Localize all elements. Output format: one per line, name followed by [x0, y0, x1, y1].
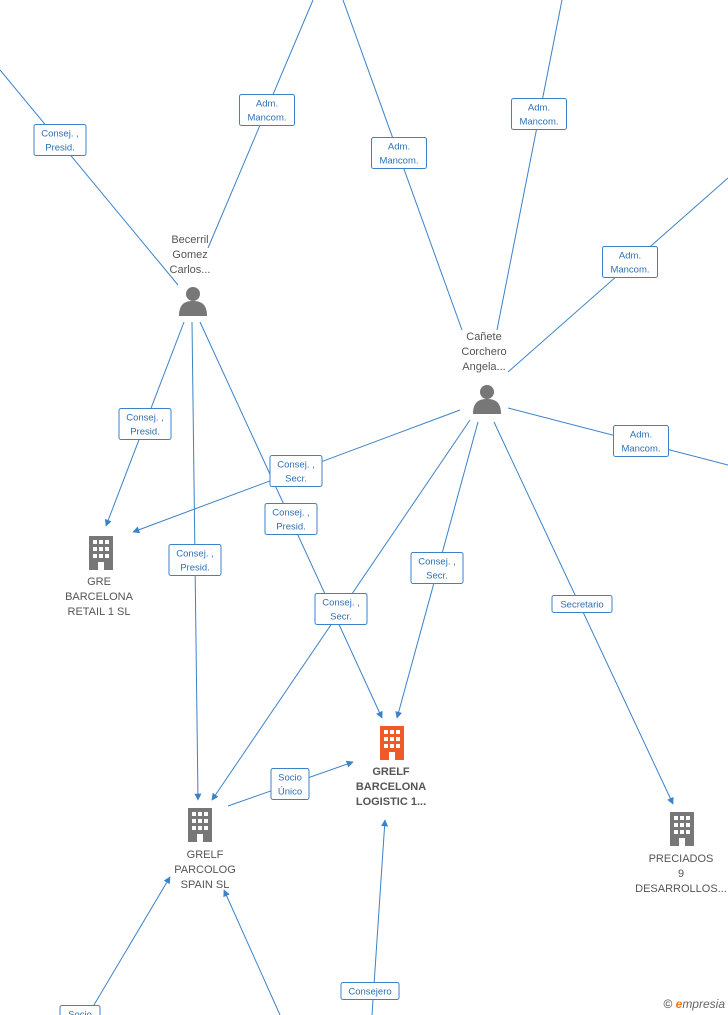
node-label-line: Corchero [461, 346, 507, 358]
edge-label-text: Adm. [388, 142, 410, 153]
building-icon[interactable] [89, 536, 113, 570]
node-label-line: Angela... [462, 361, 506, 373]
edge-label-text: Consej. , [418, 557, 456, 568]
edge-label-text: Secr. [330, 612, 352, 623]
edge-label-text: Mancom. [379, 156, 418, 167]
node-label-line: GRELF [372, 766, 410, 778]
edge-label-text: Mancom. [247, 113, 286, 124]
edge-label-text: Mancom. [621, 444, 660, 455]
brand-initial: e [675, 997, 683, 1011]
copyright-symbol: © [663, 997, 673, 1011]
edge-offscreen-top-to-canete-2 [496, 0, 563, 331]
node-label-line: Gomez [172, 249, 208, 261]
node-label-line: Becerril [171, 234, 209, 246]
edge-label-text: Consej. , [176, 549, 214, 560]
edge-label[interactable]: Adm. Mancom. [613, 425, 669, 457]
node-label-line: GRELF [186, 849, 224, 861]
company-label-grelf-parcolog[interactable]: GRELF PARCOLOG SPAIN SL [150, 848, 260, 893]
edge-label[interactable]: Consej. , Secr. [314, 593, 368, 625]
edge-label-text: Adm. [256, 99, 278, 110]
edge-label-text: Consej. , [41, 129, 79, 140]
company-label-gre-barcelona[interactable]: GRE BARCELONA RETAIL 1 SL [49, 575, 149, 620]
node-label-line: BARCELONA [65, 591, 133, 603]
edge-label[interactable]: Consejero [340, 982, 400, 1000]
edge-label[interactable]: Adm. Mancom. [511, 98, 567, 130]
building-icon-focus[interactable] [380, 726, 404, 760]
node-label-line: SPAIN SL [180, 879, 230, 891]
person-icon[interactable] [179, 287, 207, 316]
building-icon[interactable] [188, 808, 212, 842]
node-label-line: RETAIL 1 SL [67, 606, 131, 618]
building-icon[interactable] [670, 812, 694, 846]
edge-label-text: Presid. [276, 522, 306, 533]
edge-label[interactable]: Consej. , Presid. [264, 503, 318, 535]
node-label-line: PARCOLOG [174, 864, 236, 876]
edge-offscreen-to-becerril [0, 69, 179, 286]
company-label-grelf-barcelona[interactable]: GRELF BARCELONA LOGISTIC 1... [336, 765, 446, 810]
edge-label-text: Secretario [560, 600, 603, 611]
edge-label-text: Presid. [130, 427, 160, 438]
edge-label-text: Consej. , [322, 598, 360, 609]
edge-label-text: Consej. , [126, 413, 164, 424]
node-label-line: 9 [677, 868, 685, 880]
edge-label-text: Presid. [180, 563, 210, 574]
node-label-line: GRE [87, 576, 111, 588]
node-label-line: Cañete [466, 331, 502, 343]
edge-label-text: Mancom. [519, 117, 558, 128]
edge-label[interactable]: Secretario [551, 595, 613, 613]
edge-label-text: Socio [278, 773, 302, 784]
edge-label[interactable]: Socio [59, 1005, 101, 1015]
edge-label[interactable]: Consej. , Presid. [33, 124, 87, 156]
node-label-line: Carlos... [169, 264, 211, 276]
edge-label[interactable]: Consej. , Secr. [410, 552, 464, 584]
edge-label-text: Consej. , [272, 508, 310, 519]
empresia-logo: © empresia [663, 997, 725, 1011]
edge-label-text: Adm. [619, 251, 641, 262]
edge-label-text: Consejero [348, 987, 391, 998]
edge-offscreen-bottom-to-parcolog-2 [223, 889, 281, 1015]
edge-label[interactable]: Adm. Mancom. [371, 137, 427, 169]
edge-label-text: Adm. [630, 430, 652, 441]
edge-offscreen-bottom-to-parcolog-1 [87, 876, 171, 1015]
edge-label-text: Adm. [528, 103, 550, 114]
edge-label-text: Único [278, 787, 302, 798]
edge-label-text: Secr. [426, 571, 448, 582]
node-label-line: BARCELONA [355, 781, 427, 793]
node-label-line: PRECIADOS [648, 853, 714, 865]
edge-label[interactable]: Consej. , Presid. [168, 544, 222, 576]
edge-label-text: Mancom. [610, 265, 649, 276]
node-label-line: LOGISTIC 1... [355, 796, 427, 808]
brand-name: mpresia [682, 997, 725, 1011]
edge-label[interactable]: Consej. , Presid. [118, 408, 172, 440]
edge-label-text: Secr. [285, 474, 307, 485]
edge-label-text: Consej. , [277, 460, 315, 471]
edge-label-text: Presid. [45, 143, 75, 154]
node-label-line: DESARROLLOS... [635, 883, 727, 895]
person-icon[interactable] [473, 385, 501, 414]
edge-label[interactable]: Adm. Mancom. [239, 94, 295, 126]
edge-label[interactable]: Consej. , Secr. [269, 455, 323, 487]
edge-label-text: Socio [68, 1010, 92, 1015]
edge-label[interactable]: Adm. Mancom. [602, 246, 658, 278]
